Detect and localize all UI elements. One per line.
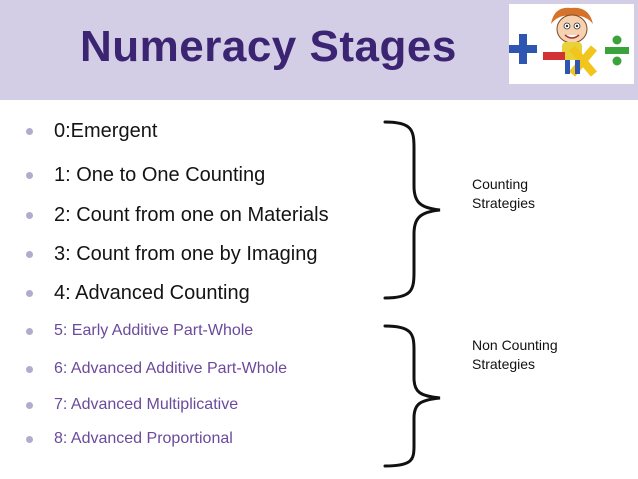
bullet-text: 0:Emergent (54, 120, 158, 142)
bullet-text: 1: One to One Counting (54, 164, 266, 186)
list-item: 6: Advanced Additive Part-Whole (26, 360, 287, 378)
list-item: 0:Emergent (26, 120, 157, 143)
bullet-dot-icon (26, 290, 33, 297)
counting-label-line1: Counting (472, 176, 529, 192)
non-counting-brace-icon (383, 324, 441, 468)
non-counting-label-line1: Non Counting (472, 337, 558, 353)
non-counting-label-line2: Strategies (472, 356, 536, 372)
counting-strategies-label: Counting Strategies (472, 175, 535, 213)
bullet-text: 3: Count from one by Imaging (54, 243, 318, 265)
list-item: 4: Advanced Counting (26, 282, 250, 305)
bullet-text: 2: Count from one on Materials (54, 204, 329, 226)
bullet-dot-icon (26, 172, 33, 179)
bullet-text: 6: Advanced Additive Part-Whole (54, 360, 288, 377)
bullet-text: 8: Advanced Proportional (54, 430, 233, 447)
bullet-dot-icon (26, 327, 33, 335)
list-item: 8: Advanced Proportional (26, 430, 233, 448)
counting-label-line2: Strategies (472, 195, 536, 211)
child-with-math-symbols-icon (509, 4, 634, 84)
list-item: 3: Count from one by Imaging (26, 243, 317, 266)
list-item: 2: Count from one on Materials (26, 204, 329, 227)
bullet-dot-icon (26, 435, 33, 443)
bullet-dot-icon (26, 212, 33, 219)
bullet-dot-icon (26, 401, 33, 409)
bullet-text: 5: Early Additive Part-Whole (54, 322, 254, 339)
list-item: 7: Advanced Multiplicative (26, 396, 238, 414)
list-item: 5: Early Additive Part-Whole (26, 322, 253, 340)
bullet-dot-icon (26, 128, 33, 135)
non-counting-strategies-label: Non Counting Strategies (472, 336, 558, 374)
list-item: 1: One to One Counting (26, 164, 265, 187)
bullet-dot-icon (26, 251, 33, 258)
slide-title: Numeracy Stages (80, 22, 457, 71)
counting-brace-icon (383, 120, 441, 300)
bullet-text: 7: Advanced Multiplicative (54, 396, 239, 413)
bullet-dot-icon (26, 365, 33, 373)
bullet-text: 4: Advanced Counting (54, 282, 250, 304)
